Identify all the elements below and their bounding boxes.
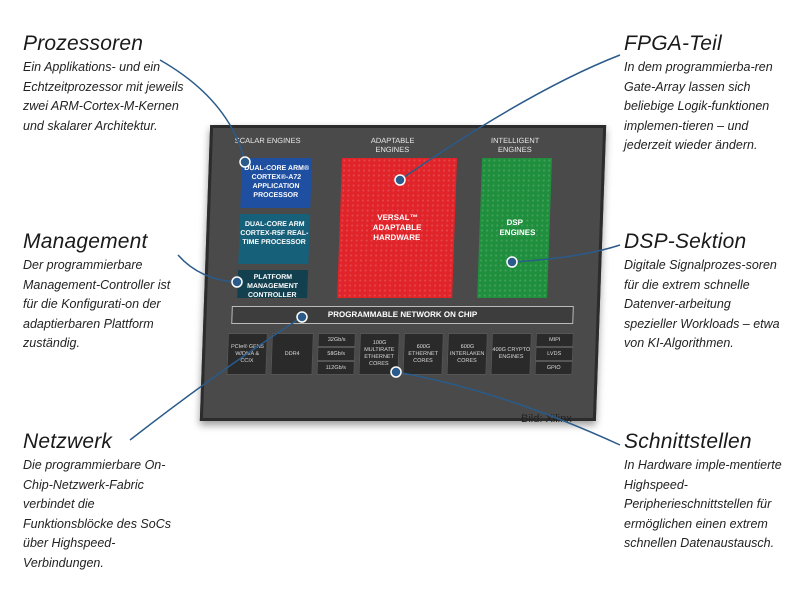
callout-dsp-title: DSP-Sektion	[624, 230, 747, 253]
app-processor-block: DUAL-CORE ARM® CORTEX®-A72 APPLICATION P…	[240, 158, 313, 208]
io-gpio: GPIO	[534, 361, 573, 375]
noc-label: PROGRAMMABLE NETWORK ON CHIP	[327, 310, 478, 319]
callout-schnittstellen-title: Schnittstellen	[624, 430, 752, 453]
dsp-block: DSP ENGINES	[477, 158, 553, 298]
callout-management: Management Der programmierbare Managemen…	[23, 230, 183, 354]
dsp-label: DSP ENGINES	[499, 218, 536, 237]
rt-processor-block: DUAL-CORE ARM CORTEX-R5F REAL-TIME PROCE…	[238, 214, 311, 264]
callout-fpga: FPGA-Teil In dem programmierba-ren Gate-…	[624, 32, 784, 156]
fpga-label: VERSAL™ ADAPTABLE HARDWARE	[372, 213, 422, 242]
io-mipi: MIPI	[535, 333, 574, 347]
callout-dsp-text: Digitale Signalprozes-soren für die extr…	[624, 258, 780, 350]
io-112g: 112Gb/s	[316, 361, 355, 375]
fpga-block: VERSAL™ ADAPTABLE HARDWARE	[337, 158, 458, 298]
callout-netzwerk-title: Netzwerk	[23, 430, 113, 453]
versal-chip: SCALAR ENGINES ADAPTABLE ENGINES INTELLI…	[199, 125, 607, 421]
io-pcie: PCIe® GEN5 W/DMA & CCIX	[226, 333, 268, 375]
callout-prozessoren-text: Ein Applikations- und ein Echtzeitprozes…	[23, 60, 184, 133]
callout-management-title: Management	[23, 230, 148, 253]
intelligent-header: INTELLIGENT ENGINES	[490, 136, 540, 154]
noc-bar: PROGRAMMABLE NETWORK ON CHIP	[231, 306, 574, 324]
callout-fpga-text: In dem programmierba-ren Gate-Array lass…	[624, 60, 773, 152]
callout-schnittstellen-text: In Hardware imple-mentierte Highspeed-Pe…	[624, 458, 782, 550]
callout-management-text: Der programmierbare Management-Controlle…	[23, 258, 171, 350]
callout-prozessoren-title: Prozessoren	[23, 32, 144, 55]
callout-dsp: DSP-Sektion Digitale Signalprozes-soren …	[624, 230, 784, 354]
io-ddr4: DDR4	[270, 333, 314, 375]
io-eth600: 600G ETHERNET CORES	[402, 333, 444, 375]
callout-netzwerk-text: Die programmierbare On-Chip-Netzwerk-Fab…	[23, 458, 171, 570]
image-credit: Bild: Xilinx	[521, 413, 572, 425]
pmc-block: PLATFORM MANAGEMENT CONTROLLER	[237, 270, 309, 299]
io-lvds: LVDS	[534, 347, 574, 361]
io-interlaken: 600G INTERLAKEN CORES	[446, 333, 488, 375]
callout-schnittstellen: Schnittstellen In Hardware imple-mentier…	[624, 430, 789, 554]
io-32g: 32Gb/s	[317, 333, 356, 347]
callout-netzwerk: Netzwerk Die programmierbare On-Chip-Net…	[23, 430, 183, 573]
io-crypto: 400G CRYPTO ENGINES	[490, 333, 532, 375]
callout-fpga-title: FPGA-Teil	[624, 32, 722, 55]
io-58g: 58Gb/s	[316, 347, 356, 361]
adaptable-header: ADAPTABLE ENGINES	[370, 136, 415, 154]
callout-prozessoren: Prozessoren Ein Applikations- und ein Ec…	[23, 32, 188, 136]
scalar-header: SCALAR ENGINES	[234, 136, 301, 145]
io-eth100: 100G MULTIRATE ETHERNET CORES	[358, 333, 400, 375]
